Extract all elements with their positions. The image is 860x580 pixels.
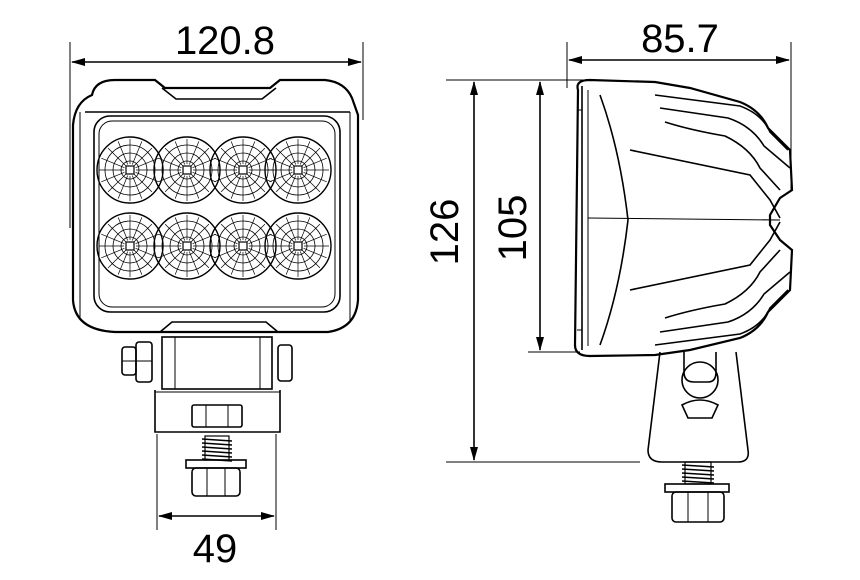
bracket-width-label: 49 <box>193 527 238 571</box>
total-height-label: 126 <box>423 199 467 266</box>
housing-height-dimension: 105 <box>491 81 580 353</box>
mounting-bracket-side <box>647 351 750 523</box>
led-reflector <box>153 136 221 204</box>
mounting-bracket-front <box>121 336 293 497</box>
led-reflector <box>264 136 332 204</box>
front-view: 120.8 <box>69 19 364 571</box>
housing-height-label: 105 <box>491 195 535 262</box>
bracket-width-dimension: 49 <box>156 434 277 571</box>
led-reflector <box>209 212 277 280</box>
lamp-housing-side <box>573 78 794 358</box>
threaded-stud-front <box>201 435 233 462</box>
led-reflector-array <box>96 136 332 280</box>
depth-label: 85.7 <box>641 17 719 61</box>
total-height-dimension: 126 <box>423 79 640 463</box>
width-label: 120.8 <box>175 19 275 63</box>
led-reflector <box>96 212 164 280</box>
lamp-housing-front <box>71 78 360 334</box>
led-reflector <box>264 212 332 280</box>
led-reflector <box>96 136 164 204</box>
side-view: 85.7 126 105 <box>423 17 794 523</box>
threaded-stud-side <box>681 461 715 485</box>
led-reflector <box>209 136 277 204</box>
width-dimension: 120.8 <box>69 19 364 228</box>
